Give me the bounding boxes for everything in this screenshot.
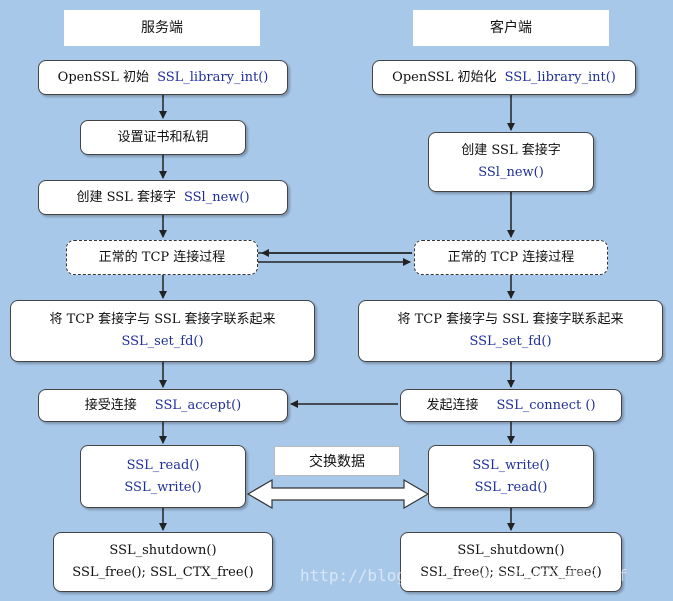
server-bind-label: 将 TCP 套接字与 SSL 套接字联系起来: [49, 312, 276, 327]
client-write-fn: SSL_write(): [472, 457, 550, 473]
server-read-fn: SSL_read(): [126, 457, 200, 473]
client-connect-fn: SSL_connect (): [496, 397, 596, 413]
client-read-fn: SSL_read(): [474, 479, 548, 495]
client-free-fn: SSL_free(); SSL_CTX_free(): [420, 565, 602, 580]
server-shutdown-fn: SSL_shutdown(): [109, 543, 217, 558]
server-header: 服务端: [64, 10, 260, 46]
client-connect-label: 发起连接: [426, 397, 479, 413]
exchange-data-text: 交换数据: [309, 454, 365, 470]
client-shutdown-fn: SSL_shutdown(): [457, 543, 565, 558]
server-init-box: OpenSSL 初始 SSL_library_int(): [38, 60, 288, 95]
server-create-fn: SSl_new(): [183, 189, 250, 205]
server-accept-fn: SSL_accept(): [154, 397, 242, 413]
client-io-box: SSL_write() SSL_read(): [428, 445, 594, 508]
server-init-fn: SSL_library_int(): [157, 69, 269, 85]
server-header-label: 服务端: [141, 20, 183, 36]
client-bind-box: 将 TCP 套接字与 SSL 套接字联系起来 SSL_set_fd(): [358, 300, 663, 362]
client-create-label: 创建 SSL 套接字: [461, 143, 561, 158]
server-io-box: SSL_read() SSL_write(): [80, 445, 246, 508]
server-cert-box: 设置证书和私钥: [80, 120, 246, 155]
client-header: 客户端: [413, 10, 609, 46]
server-free-fn: SSL_free(); SSL_CTX_free(): [72, 565, 254, 580]
server-init-label: OpenSSL 初始: [57, 69, 150, 85]
watermark: http://blog.csdn.net/u010096900rpf: [300, 566, 628, 585]
server-bind-box: 将 TCP 套接字与 SSL 套接字联系起来 SSL_set_fd(): [10, 300, 315, 362]
client-bind-label: 将 TCP 套接字与 SSL 套接字联系起来: [397, 312, 624, 327]
client-init-box: OpenSSL 初始化 SSL_library_int(): [372, 60, 636, 95]
server-create-label: 创建 SSL 套接字: [76, 189, 176, 205]
server-accept-label: 接受连接: [84, 397, 137, 413]
server-write-fn: SSL_write(): [124, 479, 202, 495]
client-connect-box: 发起连接 SSL_connect (): [400, 389, 622, 422]
server-create-box: 创建 SSL 套接字 SSl_new(): [38, 180, 288, 215]
server-bind-fn: SSL_set_fd(): [121, 334, 204, 349]
server-accept-box: 接受连接 SSL_accept(): [38, 389, 288, 422]
client-init-fn: SSL_library_int(): [504, 69, 616, 85]
client-bind-fn: SSL_set_fd(): [469, 334, 552, 349]
client-init-label: OpenSSL 初始化: [392, 69, 497, 85]
client-tcp-label: 正常的 TCP 连接过程: [447, 249, 575, 265]
server-cleanup-box: SSL_shutdown() SSL_free(); SSL_CTX_free(…: [53, 532, 273, 592]
exchange-data-label: 交换数据: [274, 446, 400, 476]
client-header-label: 客户端: [490, 20, 532, 36]
client-tcp-box: 正常的 TCP 连接过程: [414, 240, 608, 275]
client-create-fn: SSl_new(): [478, 165, 544, 180]
server-tcp-box: 正常的 TCP 连接过程: [66, 240, 258, 275]
server-tcp-label: 正常的 TCP 连接过程: [98, 249, 226, 265]
client-cleanup-box: SSL_shutdown() SSL_free(); SSL_CTX_free(…: [400, 532, 622, 592]
server-cert-label: 设置证书和私钥: [117, 129, 209, 145]
client-create-box: 创建 SSL 套接字 SSl_new(): [428, 132, 594, 192]
